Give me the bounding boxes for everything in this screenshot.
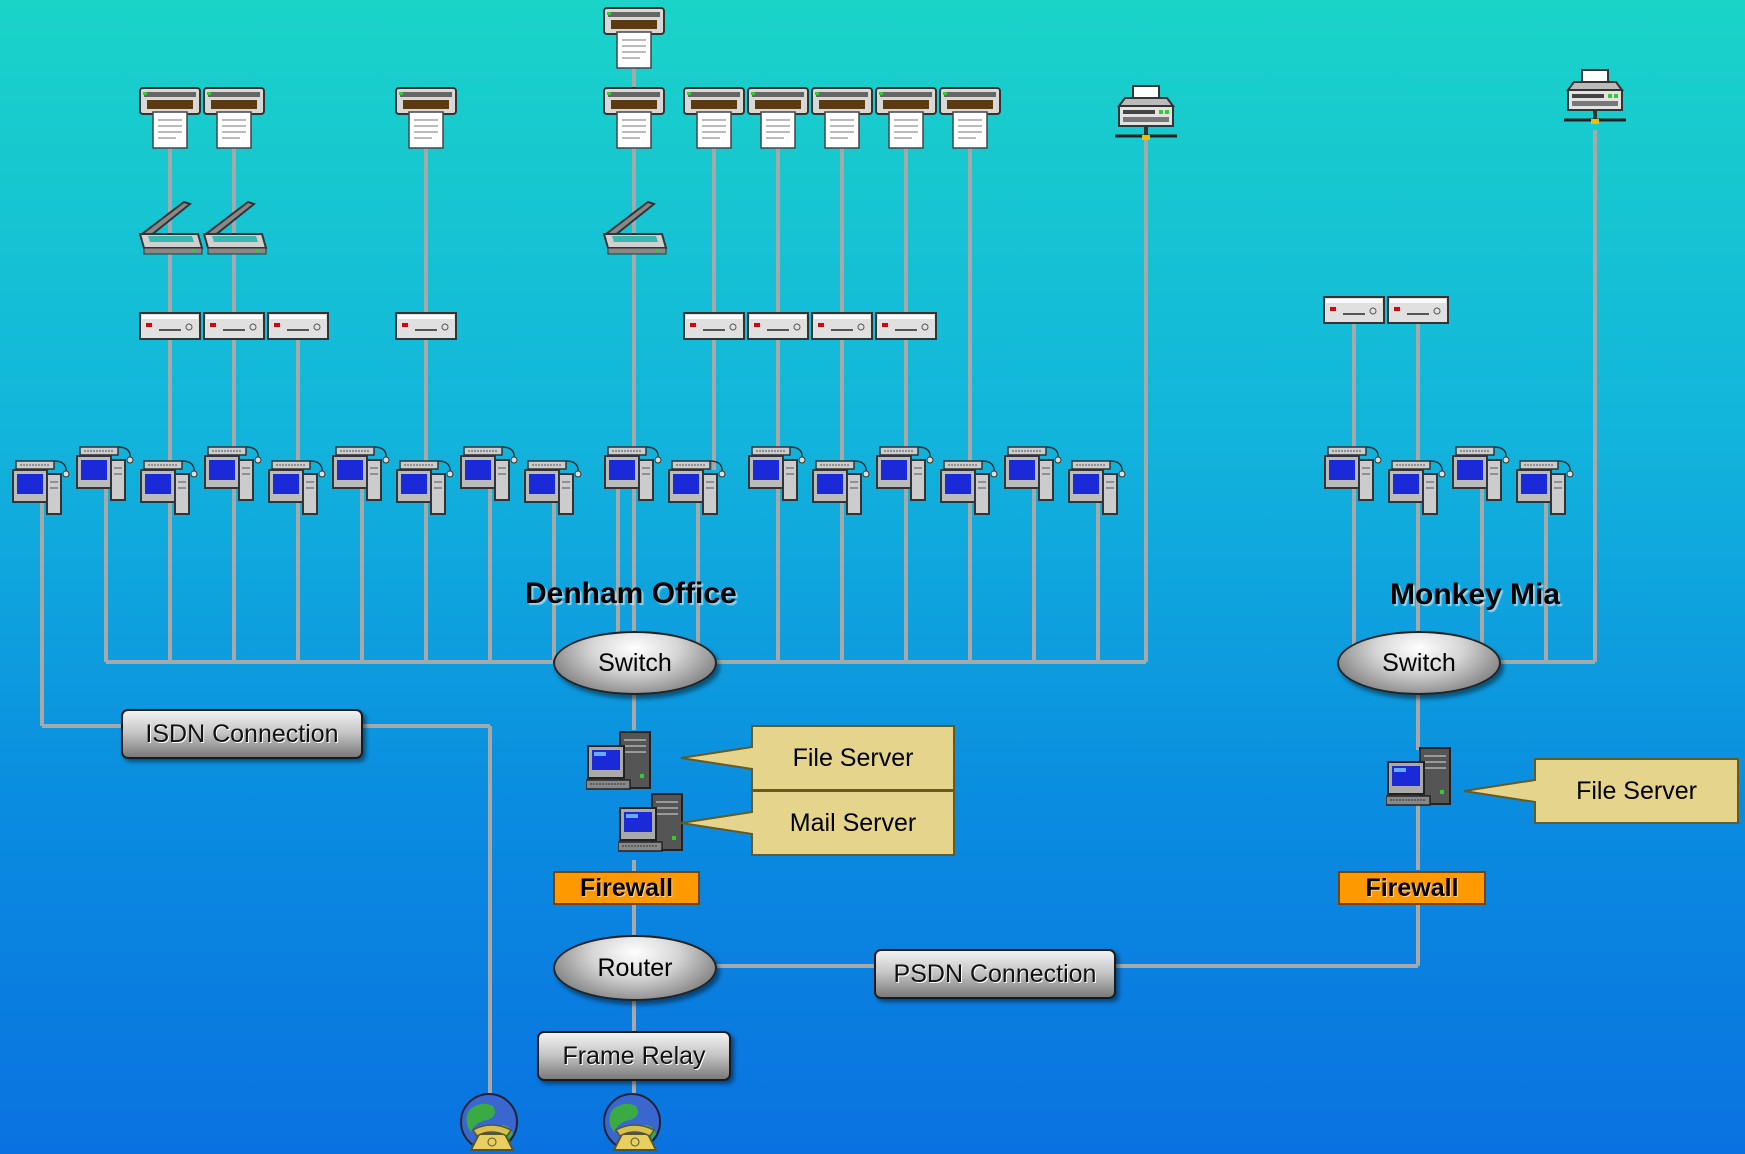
monkey-mia-file-server-callout: File Server bbox=[1463, 758, 1739, 824]
file-server-icon[interactable] bbox=[585, 730, 652, 797]
file-server-icon[interactable] bbox=[1385, 746, 1452, 813]
denham-firewall-text: Firewall bbox=[579, 873, 674, 902]
denham-firewall[interactable]: Firewall bbox=[553, 871, 700, 905]
server-unit-icon[interactable] bbox=[683, 312, 745, 345]
inkjet-printer-icon[interactable] bbox=[603, 86, 665, 155]
workstation-icon[interactable] bbox=[268, 460, 326, 521]
psdn-connection-label[interactable]: PSDN Connection bbox=[874, 949, 1116, 999]
server-unit-icon[interactable] bbox=[875, 312, 937, 345]
monkey-mia-title: Monkey Mia bbox=[1390, 578, 1561, 611]
workstation-icon[interactable] bbox=[748, 446, 806, 507]
isdn-connection-label[interactable]: ISDN Connection bbox=[121, 709, 363, 759]
denham-file-server-label: File Server bbox=[792, 743, 914, 772]
workstation-icon[interactable] bbox=[1068, 460, 1126, 521]
laser-printer-icon[interactable] bbox=[1564, 68, 1626, 135]
psdn-connection-text: PSDN Connection bbox=[893, 959, 1097, 988]
workstation-icon[interactable] bbox=[12, 460, 70, 521]
workstation-icon[interactable] bbox=[396, 460, 454, 521]
workstation-icon[interactable] bbox=[604, 446, 662, 507]
workstation-icon[interactable] bbox=[1452, 446, 1510, 507]
denham-router[interactable]: Router bbox=[553, 935, 717, 1001]
laser-printer-icon[interactable] bbox=[1115, 84, 1177, 151]
workstation-icon[interactable] bbox=[524, 460, 582, 521]
denham-office-title: Denham Office bbox=[525, 577, 737, 610]
inkjet-printer-icon[interactable] bbox=[683, 86, 745, 155]
inkjet-printer-icon[interactable] bbox=[395, 86, 457, 155]
inkjet-printer-icon[interactable] bbox=[139, 86, 201, 155]
denham-switch[interactable]: Switch bbox=[553, 631, 717, 695]
monkey-mia-firewall[interactable]: Firewall bbox=[1338, 871, 1486, 905]
scanner-icon[interactable] bbox=[602, 200, 668, 261]
workstation-icon[interactable] bbox=[76, 446, 134, 507]
scanner-icon[interactable] bbox=[138, 200, 204, 261]
monkey-mia-switch-label: Switch bbox=[1382, 648, 1456, 677]
workstation-icon[interactable] bbox=[140, 460, 198, 521]
server-unit-icon[interactable] bbox=[811, 312, 873, 345]
file-server-icon[interactable] bbox=[617, 792, 684, 859]
server-unit-icon[interactable] bbox=[747, 312, 809, 345]
inkjet-printer-icon[interactable] bbox=[747, 86, 809, 155]
inkjet-printer-icon[interactable] bbox=[811, 86, 873, 155]
isdn-connection-text: ISDN Connection bbox=[145, 719, 339, 748]
workstation-icon[interactable] bbox=[460, 446, 518, 507]
server-unit-icon[interactable] bbox=[1323, 296, 1385, 329]
server-unit-icon[interactable] bbox=[267, 312, 329, 345]
workstation-icon[interactable] bbox=[876, 446, 934, 507]
denham-router-label: Router bbox=[597, 953, 673, 982]
workstation-icon[interactable] bbox=[940, 460, 998, 521]
server-unit-icon[interactable] bbox=[395, 312, 457, 345]
workstation-icon[interactable] bbox=[668, 460, 726, 521]
workstation-icon[interactable] bbox=[1324, 446, 1382, 507]
workstation-icon[interactable] bbox=[1004, 446, 1062, 507]
frame-relay-label[interactable]: Frame Relay bbox=[537, 1031, 731, 1081]
inkjet-printer-icon[interactable] bbox=[875, 86, 937, 155]
denham-file-server-callout: File Server bbox=[680, 725, 955, 791]
monkey-mia-file-server-label: File Server bbox=[1576, 776, 1697, 805]
monkey-mia-switch[interactable]: Switch bbox=[1337, 631, 1501, 695]
server-unit-icon[interactable] bbox=[139, 312, 201, 345]
inkjet-printer-icon[interactable] bbox=[203, 86, 265, 155]
workstation-icon[interactable] bbox=[204, 446, 262, 507]
inkjet-printer-icon[interactable] bbox=[603, 6, 665, 75]
globe-telephone-icon[interactable] bbox=[602, 1092, 666, 1154]
workstation-icon[interactable] bbox=[812, 460, 870, 521]
workstation-icon[interactable] bbox=[1516, 460, 1574, 521]
workstation-icon[interactable] bbox=[1388, 460, 1446, 521]
denham-switch-label: Switch bbox=[598, 648, 672, 677]
server-unit-icon[interactable] bbox=[203, 312, 265, 345]
inkjet-printer-icon[interactable] bbox=[939, 86, 1001, 155]
workstation-icon[interactable] bbox=[332, 446, 390, 507]
globe-telephone-icon[interactable] bbox=[459, 1092, 523, 1154]
monkey-mia-firewall-text: Firewall bbox=[1365, 873, 1459, 902]
denham-mail-server-label: Mail Server bbox=[789, 808, 917, 837]
scanner-icon[interactable] bbox=[202, 200, 268, 261]
denham-mail-server-callout: Mail Server bbox=[680, 790, 955, 856]
server-unit-icon[interactable] bbox=[1387, 296, 1449, 329]
frame-relay-text: Frame Relay bbox=[562, 1041, 706, 1070]
